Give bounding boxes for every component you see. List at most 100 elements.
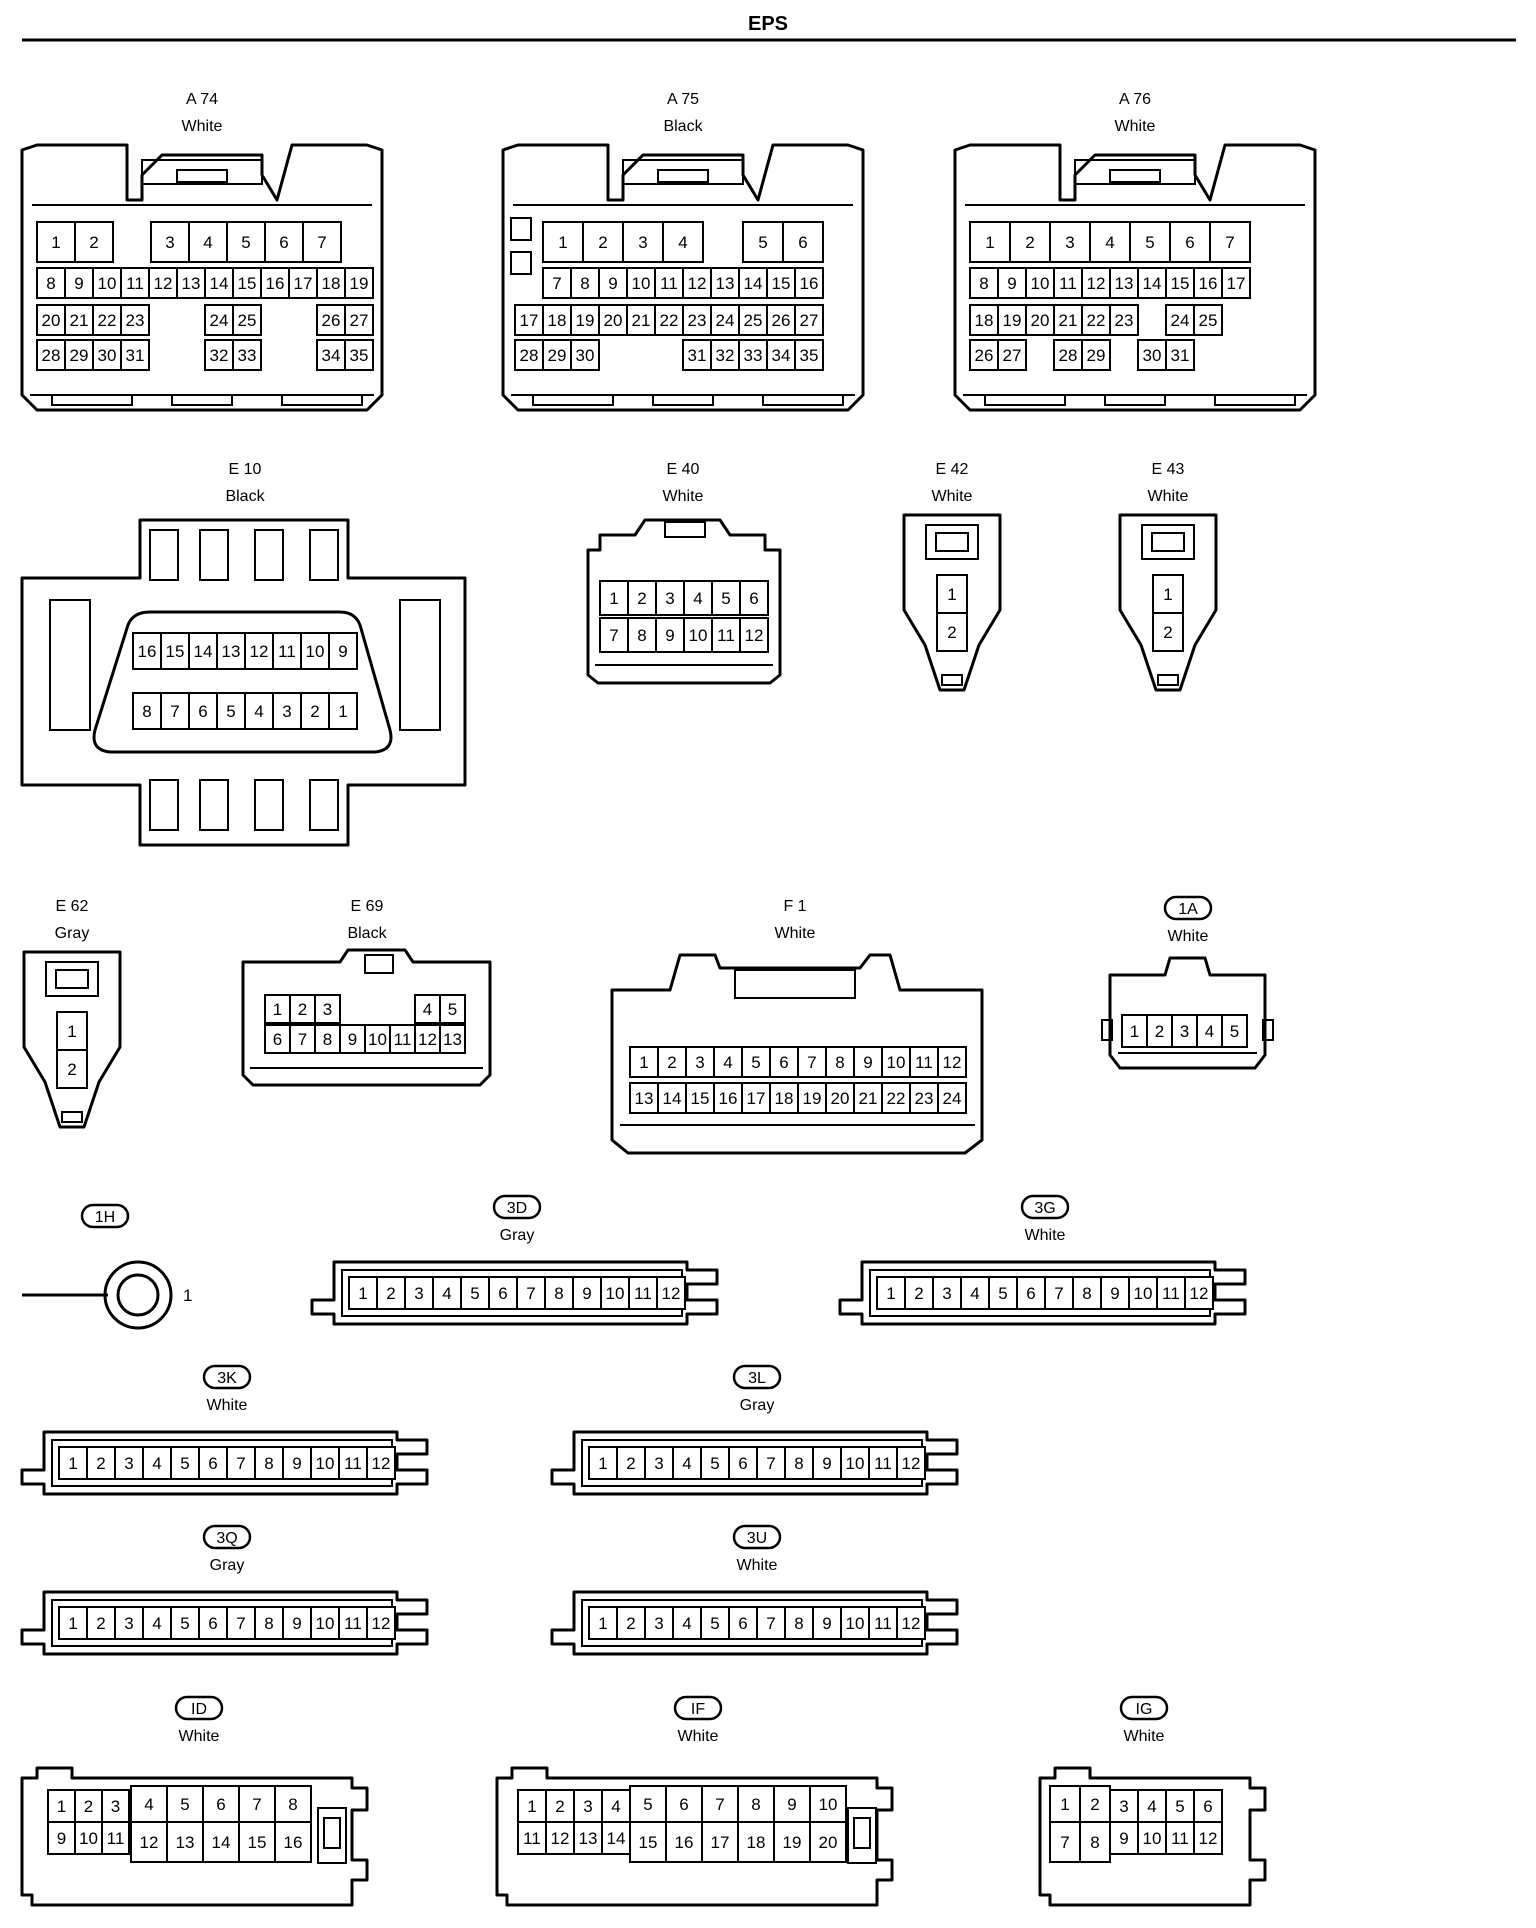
connector-e10-pin-12: [244, 632, 274, 670]
connector-3d-pin-10: [600, 1276, 630, 1310]
connector-a74-pin-10: [92, 267, 122, 299]
connector-a74-pin-label: 31: [126, 346, 145, 365]
connector-if-pin-label: 12: [551, 1829, 570, 1848]
connector-e42-color: White: [932, 488, 973, 505]
connector-f1-pin-23: [909, 1082, 939, 1114]
connector-a75-key: [510, 251, 532, 275]
connector-e10-pin-label: 2: [310, 702, 319, 721]
connector-a74-pin-label: 7: [317, 233, 326, 252]
connector-e40-pin-label: 12: [745, 626, 764, 645]
connector-3g-pin-label: 3: [942, 1284, 951, 1303]
connector-3l-pin-10: [840, 1446, 870, 1480]
connector-id-pin-label: 1: [57, 1797, 66, 1816]
connector-3k-pin-5: [170, 1446, 200, 1480]
connector-a76-color: White: [1115, 118, 1156, 135]
connector-e10-id: E 10: [229, 461, 262, 478]
connector-f1-pin-24: [937, 1082, 967, 1114]
connector-if-pin-15: [629, 1821, 667, 1863]
connector-f1-pin-label: 10: [887, 1053, 906, 1072]
connector-3q-pin-6: [198, 1606, 228, 1640]
connector-a74-pin-label: 6: [279, 233, 288, 252]
connector-3l-pin-11: [868, 1446, 898, 1480]
connector-e69-pin-label: 13: [443, 1030, 462, 1049]
connector-a76-pin-label: 22: [1087, 311, 1106, 330]
connector-id-id-badge: [174, 1695, 224, 1721]
connector-a75-pin-35: [794, 339, 824, 371]
connector-e10-pin-label: 14: [194, 642, 213, 661]
connector-3u-pin-5: [700, 1606, 730, 1640]
connector-a74-pin-label: 17: [294, 274, 313, 293]
connector-e69-pin-10: [364, 1024, 391, 1054]
connector-a75-pin-label: 9: [608, 274, 617, 293]
connector-a74-pin-label: 4: [203, 233, 212, 252]
connector-3d-housing: [310, 1260, 719, 1326]
connector-f1-pin-9: [853, 1046, 883, 1078]
connector-3q-pin-label: 6: [208, 1614, 217, 1633]
connector-id-pin-10: [74, 1821, 103, 1855]
connector-1a-id: 1A: [1178, 901, 1198, 918]
connector-a75-pin-label: 15: [772, 274, 791, 293]
connector-3q-pin-8: [254, 1606, 284, 1640]
connector-e10-pin-label: 10: [306, 642, 325, 661]
connector-3k-pin-2: [86, 1446, 116, 1480]
connector-3k-pin-label: 10: [316, 1454, 335, 1473]
connector-a75-pin-label: 27: [800, 311, 819, 330]
connector-3l-pin-label: 7: [766, 1454, 775, 1473]
connector-3l-pin-1: [588, 1446, 618, 1480]
connector-a76-pin-25: [1193, 304, 1223, 336]
connector-e40-pin-12: [739, 617, 769, 653]
connector-a74-pin-label: 22: [98, 311, 117, 330]
connector-3g-pin-3: [932, 1276, 962, 1310]
connector-a75-color: Black: [663, 118, 703, 135]
connector-3u-pin-12: [896, 1606, 926, 1640]
connector-e10-flange: [49, 599, 91, 731]
connector-e62-pin-1: [56, 1011, 88, 1051]
connector-3u-pin-label: 2: [626, 1614, 635, 1633]
connector-a75-pin-2: [582, 221, 624, 263]
connector-3q-pin-label: 10: [316, 1614, 335, 1633]
connector-id-pin-label: 8: [288, 1795, 297, 1814]
connector-if-pin-label: 20: [819, 1833, 838, 1852]
connector-3d-pin-12: [656, 1276, 686, 1310]
connector-3k-pin-label: 9: [292, 1454, 301, 1473]
connector-e40-pin-label: 6: [749, 589, 758, 608]
connector-e69-id: E 69: [351, 898, 384, 915]
connector-e42-housing: [902, 513, 1002, 692]
connector-id-pin-label: 2: [84, 1797, 93, 1816]
connector-3g-pin-label: 12: [1190, 1284, 1209, 1303]
connector-e42-latch-tab: [935, 532, 969, 552]
connector-ig-pin-9: [1109, 1821, 1139, 1855]
connector-a76-pin-label: 21: [1059, 311, 1078, 330]
connector-3q-pin-12: [366, 1606, 396, 1640]
connector-ig-pin-label: 3: [1119, 1797, 1128, 1816]
connector-id-pin-label: 16: [284, 1833, 303, 1852]
connector-3l-housing: [550, 1430, 959, 1496]
connector-ig-pin-label: 10: [1143, 1829, 1162, 1848]
connector-3d-pin-8: [544, 1276, 574, 1310]
connector-id-pin-2: [74, 1789, 103, 1823]
connector-id-pin-label: 14: [212, 1833, 231, 1852]
connector-3d-pin-label: 7: [526, 1284, 535, 1303]
connector-3g-pin-label: 2: [914, 1284, 923, 1303]
connector-3u-pin-10: [840, 1606, 870, 1640]
connector-a76-pin-6: [1169, 221, 1211, 263]
connector-a75-pin-30: [570, 339, 600, 371]
connector-a76-housing: [953, 143, 1317, 412]
connector-a74-pin-23: [120, 304, 150, 336]
connector-e10-pin-label: 16: [138, 642, 157, 661]
connector-f1-id: F 1: [783, 898, 806, 915]
connector-e10-pin-label: 11: [278, 642, 296, 661]
connector-3l-pin-label: 6: [738, 1454, 747, 1473]
connector-3q-color: Gray: [210, 1557, 245, 1574]
connector-a74-foot: [171, 394, 233, 406]
connector-if-pin-label: 10: [819, 1795, 838, 1814]
connector-f1-pin-label: 23: [915, 1089, 934, 1108]
connector-a76-pin-14: [1137, 267, 1167, 299]
connector-a74-pin-24: [204, 304, 234, 336]
connector-a74-pin-7: [302, 221, 342, 263]
connector-3g-pin-label: 8: [1082, 1284, 1091, 1303]
connector-a76-pin-label: 10: [1031, 274, 1050, 293]
